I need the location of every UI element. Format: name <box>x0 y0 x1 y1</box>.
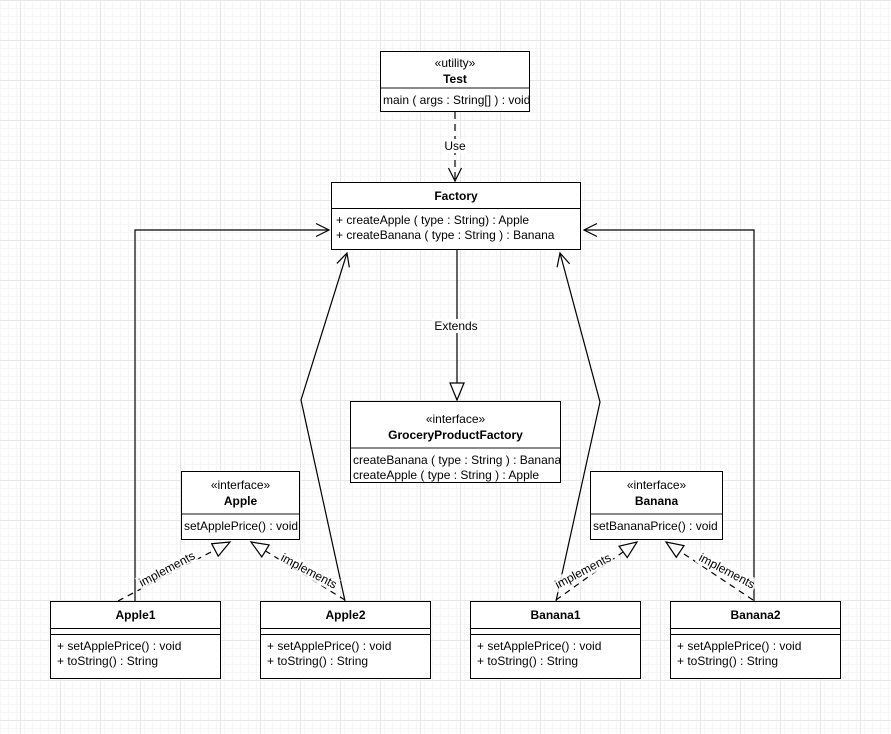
class-box-banana1[interactable]: Banana1 + setApplePrice() : void + toStr… <box>470 601 641 679</box>
stereotype-label: «interface» <box>626 478 687 492</box>
class-box-grocery-product-factory[interactable]: «interface» GroceryProductFactory create… <box>350 401 561 483</box>
method-item: + setApplePrice() : void <box>267 639 392 653</box>
edge-banana2-to-factory[interactable] <box>582 222 755 601</box>
class-title: Factory <box>332 183 580 208</box>
compartment-separator <box>381 87 529 89</box>
empty-attributes-compartment <box>671 628 840 635</box>
class-name: Apple <box>223 494 258 508</box>
stereotype-label: «interface» <box>425 412 486 426</box>
edge-banana1-to-factory[interactable] <box>555 251 601 602</box>
edge-label-use[interactable]: Use <box>442 139 468 153</box>
class-box-test[interactable]: «utility» Test main ( args : String[] ) … <box>380 51 530 112</box>
method-item: + toString() : String <box>677 654 779 668</box>
stereotype-label: «interface» <box>210 478 271 492</box>
method-item: setApplePrice() : void <box>184 519 299 533</box>
edge-label-extends[interactable]: Extends <box>432 319 480 333</box>
edge-apple1-to-factory[interactable] <box>134 222 331 601</box>
method-item: + setApplePrice() : void <box>677 639 802 653</box>
compartment-separator <box>351 447 560 449</box>
class-title: «interface» Apple <box>182 472 299 509</box>
method-item: createApple ( type : String ) : Apple <box>353 468 540 482</box>
empty-attributes-compartment <box>51 628 220 635</box>
method-item: + toString() : String <box>57 654 159 668</box>
class-box-factory[interactable]: Factory + createApple ( type : String) :… <box>331 182 581 250</box>
class-name: Banana <box>634 494 679 508</box>
class-title: Banana2 <box>671 602 840 628</box>
class-title: Banana1 <box>471 602 640 628</box>
class-name: GroceryProductFactory <box>388 428 523 442</box>
class-name: Factory <box>434 189 478 203</box>
method-item: + toString() : String <box>267 654 369 668</box>
compartment-separator <box>182 513 299 515</box>
class-name: Test <box>443 72 467 86</box>
class-name: Apple2 <box>325 608 366 622</box>
empty-attributes-compartment <box>261 628 430 635</box>
method-item: + toString() : String <box>477 654 579 668</box>
class-title: Apple2 <box>261 602 430 628</box>
class-name: Banana1 <box>530 608 581 622</box>
class-name: Banana2 <box>730 608 781 622</box>
class-title: «interface» Banana <box>591 472 722 509</box>
method-item: + createApple ( type : String) : Apple <box>336 213 530 227</box>
class-title: Apple1 <box>51 602 220 628</box>
class-title: «interface» GroceryProductFactory <box>351 402 560 443</box>
class-box-apple1[interactable]: Apple1 + setApplePrice() : void + toStri… <box>50 601 221 679</box>
compartment-separator <box>332 208 580 209</box>
method-item: createBanana ( type : String ) : Banana <box>353 453 562 467</box>
method-item: main ( args : String[] ) : void <box>383 93 531 107</box>
method-item: + setApplePrice() : void <box>477 639 602 653</box>
method-item: setBananaPrice() : void <box>593 519 718 533</box>
method-item: + setApplePrice() : void <box>57 639 182 653</box>
class-box-banana2[interactable]: Banana2 + setApplePrice() : void + toStr… <box>670 601 841 679</box>
class-title: «utility» Test <box>381 52 529 87</box>
edge-apple2-to-factory[interactable] <box>300 251 350 602</box>
class-name: Apple1 <box>115 608 156 622</box>
stereotype-label: «utility» <box>434 56 476 70</box>
class-box-apple-interface[interactable]: «interface» Apple setApplePrice() : void <box>181 471 300 540</box>
empty-attributes-compartment <box>471 628 640 635</box>
class-box-banana-interface[interactable]: «interface» Banana setBananaPrice() : vo… <box>590 471 723 540</box>
method-item: + createBanana ( type : String ) : Banan… <box>336 228 555 242</box>
compartment-separator <box>591 513 722 515</box>
class-box-apple2[interactable]: Apple2 + setApplePrice() : void + toStri… <box>260 601 431 679</box>
